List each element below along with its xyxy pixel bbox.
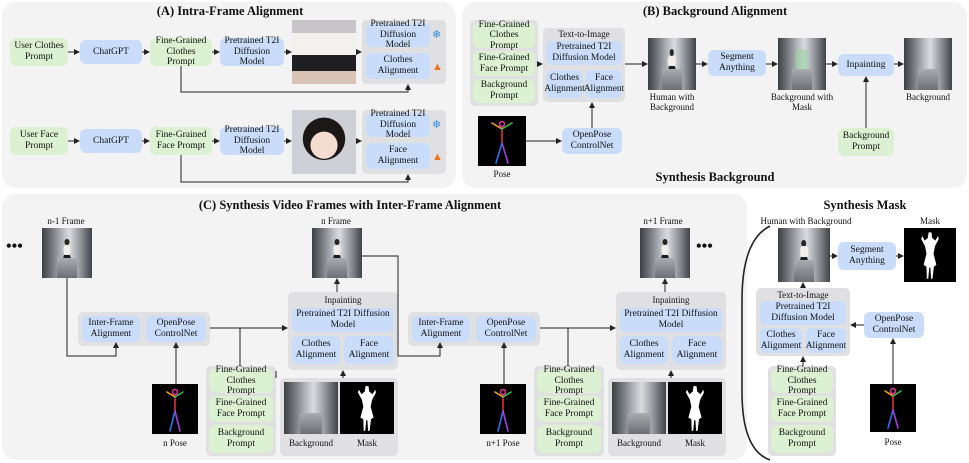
- c-n-mask-label: Mask: [357, 438, 377, 448]
- b-openpose-controlnet: OpenPose ControlNet: [562, 128, 622, 154]
- c-n-model: Pretrained T2I Diffusion Model: [292, 308, 394, 332]
- c-n-frame-image: [312, 228, 362, 278]
- c-n+1-background-image: [612, 382, 666, 434]
- b-segment-anything: Segment Anything: [708, 50, 766, 76]
- c-n+1-face-alignment: Face Alignment: [672, 336, 722, 364]
- d-pose-image: [870, 384, 916, 432]
- c-n-face-prompt: Fine-Grained Face Prompt: [209, 396, 273, 422]
- pretrained-model-a2: Pretrained T2I Diffusion Model: [366, 109, 430, 140]
- c-n-1-frame-label: n-1 Frame: [47, 216, 85, 226]
- d-mask-label: Mask: [920, 216, 940, 226]
- c-n+1-clothes-prompt: Fine-Grained Clothes Prompt: [537, 365, 601, 396]
- fire-icon: ▲: [432, 151, 443, 163]
- fire-icon: ▲: [432, 61, 443, 73]
- face-image-grid: [292, 110, 356, 174]
- b-human-label: Human with Background: [649, 92, 695, 113]
- d-face-alignment: Face Alignment: [806, 328, 846, 353]
- b-t2i-header: Text-to-Image: [558, 29, 610, 39]
- b-pose-label: Pose: [493, 169, 511, 179]
- b-inpainting: Inpainting: [838, 54, 894, 76]
- d-human-label: Human with Background: [760, 216, 852, 226]
- d-clothes-alignment: Clothes Alignment: [760, 328, 802, 353]
- snowflake-icon: ❄: [432, 119, 442, 131]
- d-openpose-controlnet: OpenPose ControlNet: [864, 312, 924, 338]
- d-human-image: [778, 228, 830, 282]
- b-face-prompt: Fine-Grained Face Prompt: [473, 51, 535, 76]
- panel-c-title: (C) Synthesis Video Frames with Inter-Fr…: [198, 198, 502, 212]
- c-n+1-mask-image: [668, 382, 722, 434]
- c-n-background-image: [284, 382, 338, 434]
- c-n+1-inpainting-header: Inpainting: [652, 295, 690, 305]
- d-face-prompt: Fine-Grained Face Prompt: [771, 396, 833, 422]
- clothes-alignment-a: Clothes Alignment: [366, 53, 430, 79]
- b-human-with-background-image: [648, 38, 696, 90]
- d-model: Pretrained T2I Diffusion Model: [760, 301, 846, 325]
- c-n+1-mask-label: Mask: [685, 438, 705, 448]
- c-n+1-face-prompt: Fine-Grained Face Prompt: [537, 396, 601, 422]
- c-n+1-frame-image: [640, 228, 690, 278]
- panel-b-caption: Synthesis Background: [655, 170, 775, 184]
- clothes-image-grid: [292, 20, 356, 84]
- c-n-background-label: Background: [289, 438, 333, 448]
- c-n+1-background-prompt: Background Prompt: [537, 425, 601, 453]
- c-n+1-clothes-alignment: Clothes Alignment: [620, 336, 668, 364]
- fine-grained-face-prompt-a: Fine-Grained Face Prompt: [150, 127, 212, 155]
- panel-b-title: (B) Background Alignment: [642, 4, 788, 18]
- panel-d-title: Synthesis Mask: [823, 198, 907, 212]
- t2i-diffusion-a2: Pretrained T2I Diffusion Model: [220, 125, 284, 156]
- c-n-background-prompt: Background Prompt: [209, 425, 273, 453]
- t2i-diffusion-a1: Pretrained T2I Diffusion Model: [220, 36, 284, 67]
- b-bg-mask-label: Background with Mask: [770, 92, 834, 113]
- panel-a-title: (A) Intra-Frame Alignment: [156, 4, 304, 18]
- c-n-inter-frame: Inter-Frame Alignment: [82, 316, 140, 342]
- c-ellipsis-right: •••: [696, 238, 713, 255]
- b-pose-image: [478, 116, 526, 166]
- c-n+1-pose-image: [480, 384, 526, 434]
- user-clothes-prompt: User Clothes Prompt: [10, 38, 68, 66]
- b-background-label: Background: [906, 92, 950, 102]
- c-n+1-background-label: Background: [617, 438, 661, 448]
- d-t2i-header: Text-to-Image: [777, 290, 829, 300]
- c-n-1-frame-image: [42, 228, 92, 278]
- user-face-prompt: User Face Prompt: [10, 127, 68, 155]
- c-n-pose-image: [152, 384, 198, 434]
- b-face-alignment: Face Alignment: [584, 70, 624, 98]
- c-ellipsis-left: •••: [6, 238, 23, 255]
- c-n-clothes-prompt: Fine-Grained Clothes Prompt: [209, 365, 273, 396]
- c-n+1-openpose: OpenPose ControlNet: [476, 316, 536, 342]
- c-n-frame-label: n Frame: [321, 216, 351, 226]
- pretrained-model-a1: Pretrained T2I Diffusion Model: [366, 19, 430, 50]
- d-mask-image: [904, 228, 956, 282]
- c-n-mask-image: [340, 382, 394, 434]
- b-background-with-mask-image: [778, 38, 826, 90]
- b-t2i-model: Pretrained T2I Diffusion Model: [546, 41, 622, 65]
- face-alignment-a: Face Alignment: [366, 143, 430, 169]
- b-background-prompt: Background Prompt: [473, 79, 535, 103]
- b-clothes-prompt: Fine-Grained Clothes Prompt: [473, 20, 535, 51]
- chatgpt-box-2: ChatGPT: [80, 129, 142, 153]
- d-background-prompt: Background Prompt: [771, 425, 833, 453]
- c-n-inpainting-header: Inpainting: [324, 295, 362, 305]
- c-n-face-alignment: Face Alignment: [344, 336, 394, 364]
- snowflake-icon: ❄: [432, 29, 442, 41]
- d-pose-label: Pose: [884, 437, 902, 447]
- c-n+1-frame-label: n+1 Frame: [643, 216, 683, 226]
- b-clothes-alignment: Clothes Alignment: [544, 70, 585, 98]
- b-background-image: [904, 38, 952, 90]
- b-bg-prompt-bottom: Background Prompt: [838, 128, 894, 156]
- c-n+1-pose-label: n+1 Pose: [486, 438, 520, 448]
- fine-grained-clothes-prompt-a: Fine-Grained Clothes Prompt: [150, 36, 212, 67]
- d-clothes-prompt: Fine-Grained Clothes Prompt: [771, 365, 833, 396]
- chatgpt-box-1: ChatGPT: [80, 40, 142, 64]
- c-n+1-model: Pretrained T2I Diffusion Model: [620, 308, 722, 332]
- d-segment-anything: Segment Anything: [838, 242, 896, 270]
- c-n+1-inter-frame: Inter-Frame Alignment: [412, 316, 470, 342]
- c-n-pose-label: n Pose: [163, 438, 187, 448]
- c-n-clothes-alignment: Clothes Alignment: [292, 336, 340, 364]
- c-n-openpose: OpenPose ControlNet: [146, 316, 206, 342]
